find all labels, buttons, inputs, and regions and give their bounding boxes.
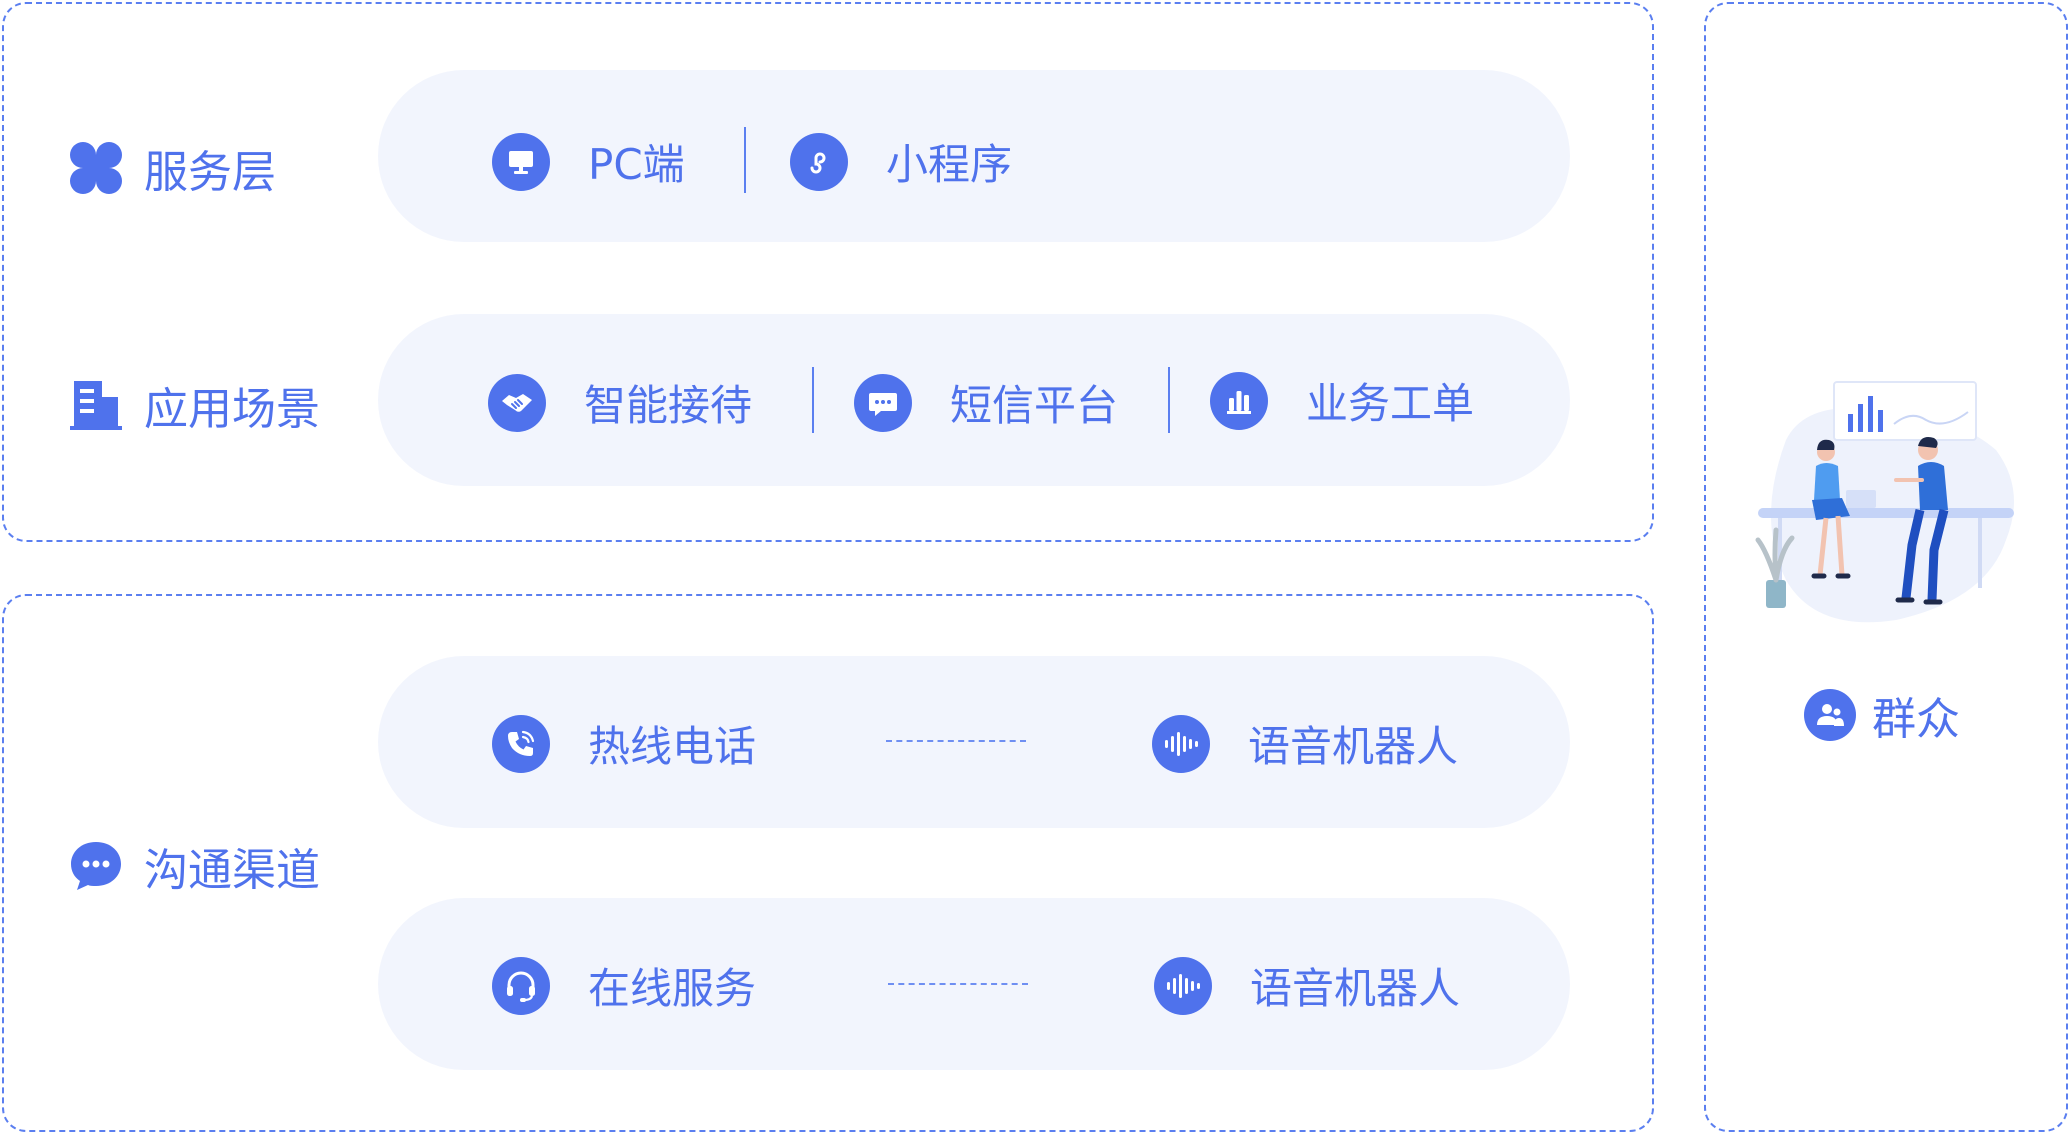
meeting-illustration xyxy=(1746,370,2026,640)
item-online-service[interactable]: 在线服务 xyxy=(492,955,756,1016)
item-work-order[interactable]: 业务工单 xyxy=(1210,370,1474,431)
phone-icon xyxy=(492,714,550,773)
item-voice-robot-1-label: 语音机器人 xyxy=(1248,722,1459,771)
sms-icon xyxy=(854,373,912,432)
building-icon xyxy=(68,377,124,433)
channels-section-frame xyxy=(2,594,1654,1132)
dashed-connector xyxy=(886,740,1026,742)
separator xyxy=(812,367,814,433)
top-section-frame xyxy=(2,2,1654,542)
service-layer-pill xyxy=(378,70,1570,242)
item-sms-platform[interactable]: 短信平台 xyxy=(854,372,1118,433)
service-layer-label: 服务层 xyxy=(68,136,276,200)
public-section-frame xyxy=(1704,2,2068,1132)
chat-icon xyxy=(68,838,124,894)
item-voice-robot-1[interactable]: 语音机器人 xyxy=(1152,713,1458,774)
app-scenarios-label: 应用场景 xyxy=(68,373,320,437)
item-hotline-label: 热线电话 xyxy=(588,722,757,771)
headset-icon xyxy=(492,956,550,1015)
channels-pill-1 xyxy=(378,656,1570,828)
item-voice-robot-2-label: 语音机器人 xyxy=(1250,964,1461,1013)
item-online-service-label: 在线服务 xyxy=(588,964,757,1013)
service-layer-text: 服务层 xyxy=(144,147,276,198)
public-text: 群众 xyxy=(1872,694,1960,745)
item-work-order-label: 业务工单 xyxy=(1306,379,1475,428)
dashed-connector xyxy=(888,983,1028,985)
app-scenarios-text: 应用场景 xyxy=(144,384,320,435)
item-smart-reception[interactable]: 智能接待 xyxy=(488,372,752,433)
item-mini-program[interactable]: 小程序 xyxy=(790,131,1012,192)
channels-label: 沟通渠道 xyxy=(68,834,320,898)
separator xyxy=(1168,367,1170,433)
handshake-icon xyxy=(488,373,546,432)
item-hotline[interactable]: 热线电话 xyxy=(492,713,756,774)
item-pc-label: PC端 xyxy=(588,140,685,189)
public-label: 群众 xyxy=(1804,683,1960,747)
monitor-icon xyxy=(492,132,550,191)
clover-icon xyxy=(68,140,124,196)
voice-wave-icon xyxy=(1152,714,1210,773)
app-scenarios-pill xyxy=(378,314,1570,486)
separator xyxy=(744,127,746,193)
mini-program-icon xyxy=(790,132,848,191)
voice-wave-icon xyxy=(1154,956,1212,1015)
item-sms-platform-label: 短信平台 xyxy=(950,381,1119,430)
bar-chart-icon xyxy=(1210,371,1268,430)
item-smart-reception-label: 智能接待 xyxy=(584,381,753,430)
item-voice-robot-2[interactable]: 语音机器人 xyxy=(1154,955,1460,1016)
item-mini-program-label: 小程序 xyxy=(886,140,1013,189)
channels-text: 沟通渠道 xyxy=(144,845,320,896)
item-pc[interactable]: PC端 xyxy=(492,131,685,192)
people-icon xyxy=(1804,689,1856,741)
